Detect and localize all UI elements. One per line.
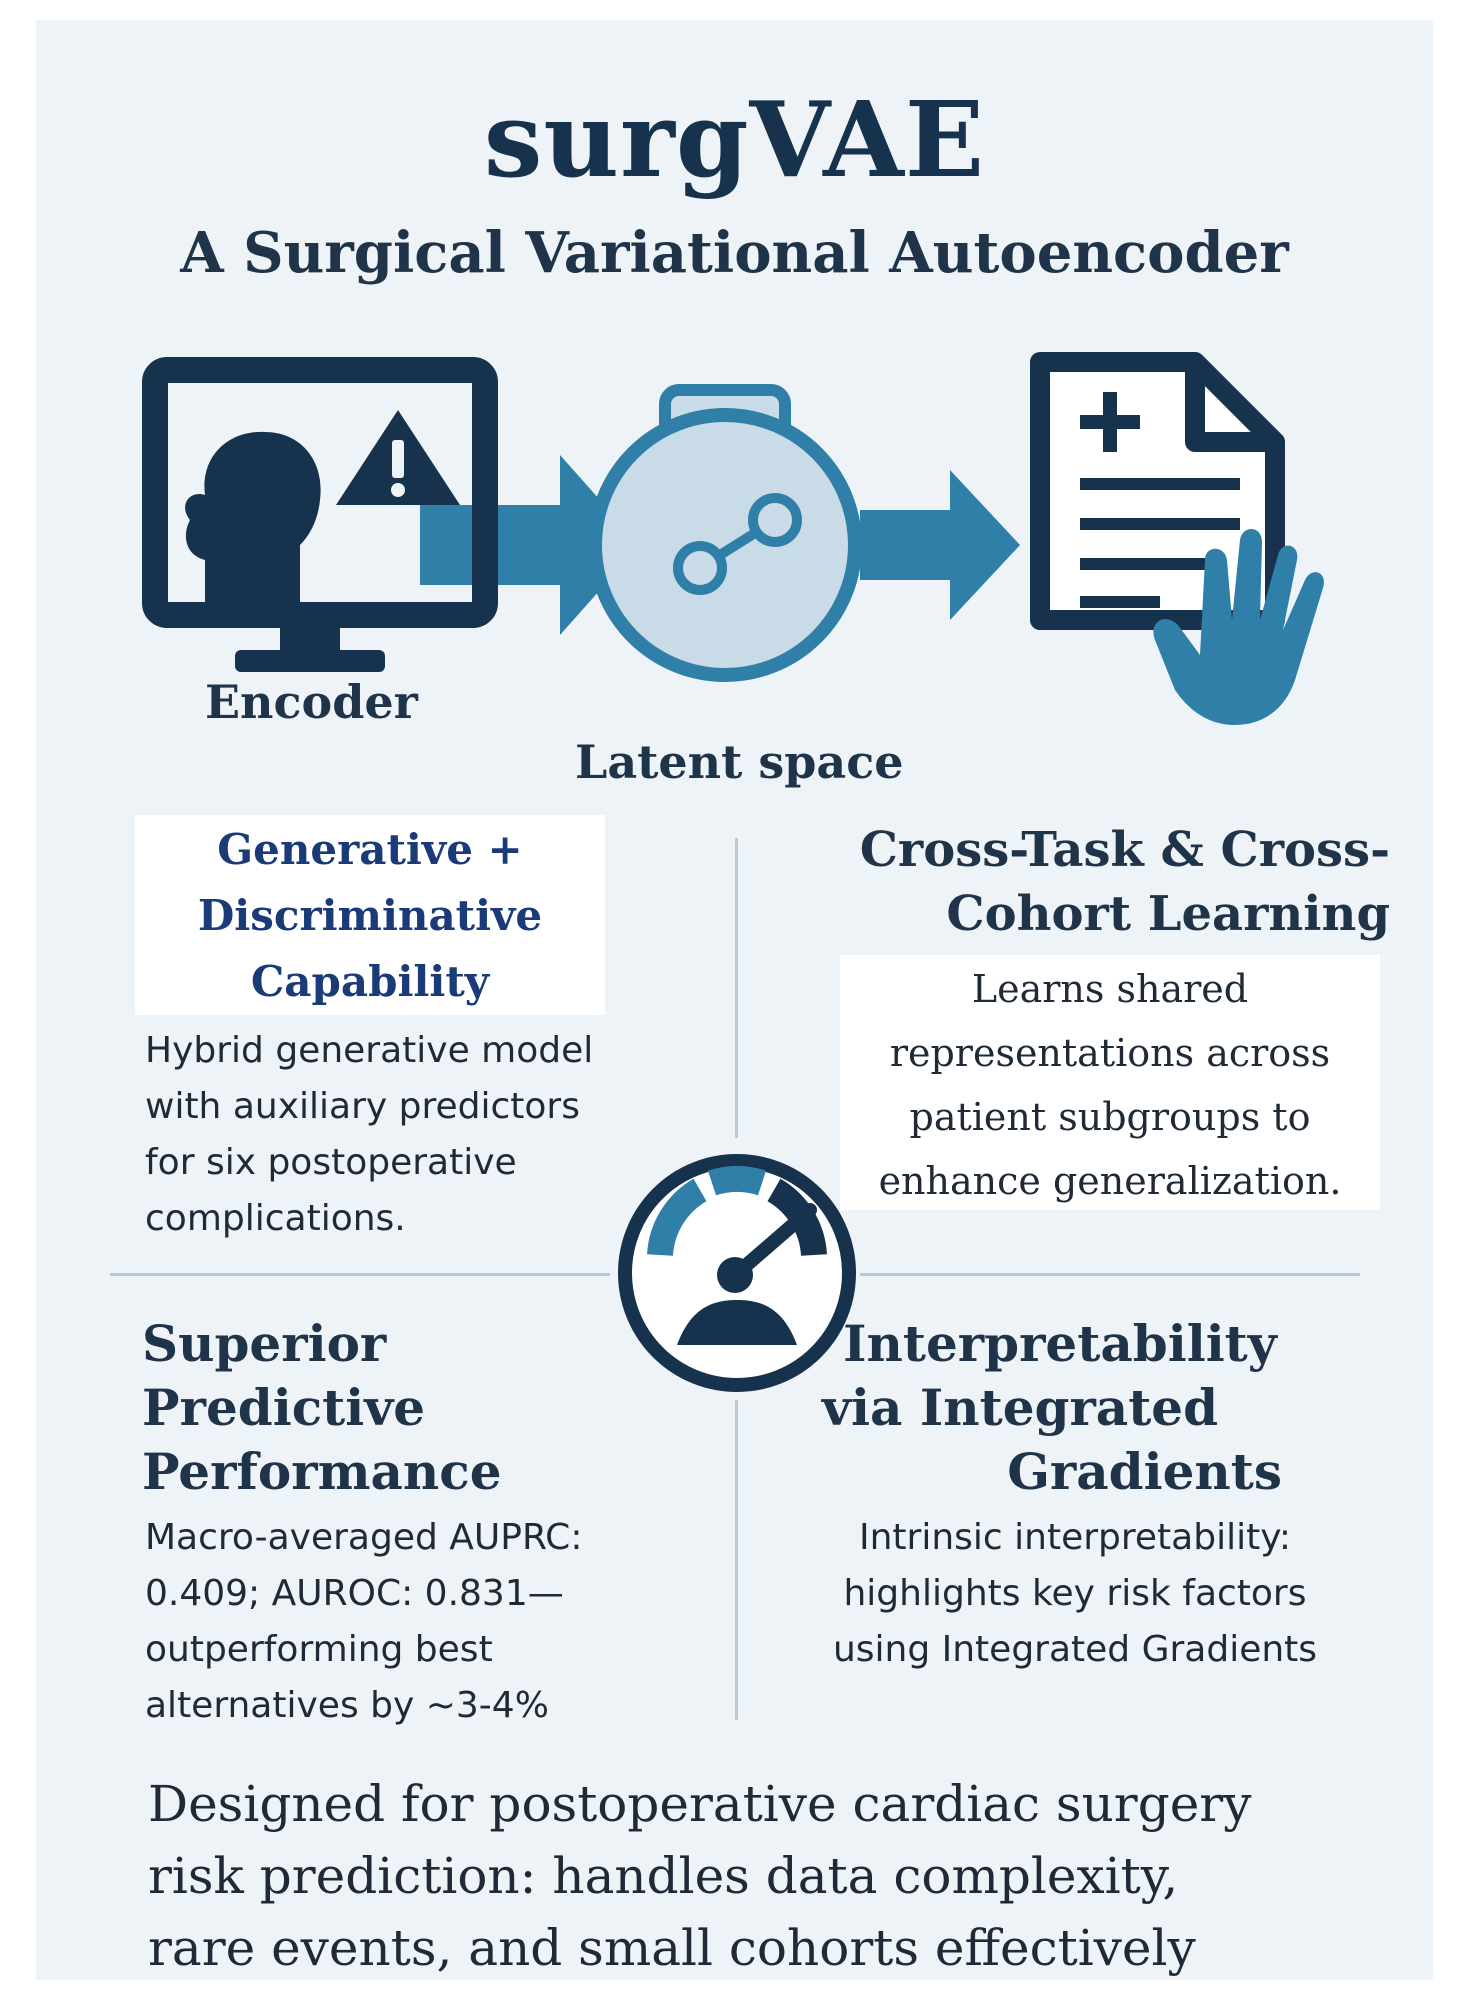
cross-task-description-line: patient subgroups to [909,1095,1311,1139]
footer-summary: Designed for postoperative cardiac surge… [148,1768,1408,1984]
generative-description-line: with auxiliary predictors [145,1086,580,1127]
generative-title-box: Generative + Discriminative Capability [135,815,605,1015]
encoder-label: Encoder [205,675,418,729]
divider-vertical-top [735,838,738,1138]
superior-description-line: 0.409; AUROC: 0.831— [145,1573,564,1614]
cross-task-description-box: Learns shared representations across pat… [840,955,1380,1210]
interpretability-description: Intrinsic interpretability: highlights k… [770,1510,1380,1678]
monitor-patient-warning-icon [142,357,498,672]
superior-title-line: Superior [142,1314,387,1373]
interpretability-title-line: via Integrated [822,1378,1219,1437]
page-title: surgVAE [483,78,986,201]
cross-task-description-line: Learns shared [971,967,1249,1011]
generative-description-line: complications. [145,1198,406,1239]
generative-description-line: for six postoperative [145,1142,517,1183]
page-subtitle: A Surgical Variational Autoencoder [180,220,1289,286]
cross-task-description-line: enhance generalization. [878,1159,1342,1203]
cross-task-title-line: Cohort Learning [946,886,1390,942]
speedometer-gauge-icon [618,1154,856,1392]
latent-space-label: Latent space [575,735,904,789]
interpretability-title-line: Gradients [1007,1442,1282,1501]
superior-description: Macro-averaged AUPRC: 0.409; AUROC: 0.83… [145,1510,725,1734]
superior-title-line: Performance [142,1442,502,1501]
generative-description: Hybrid generative model with auxiliary p… [145,1023,705,1247]
interpretability-title-line: Interpretability [843,1314,1277,1373]
divider-vertical-bottom [735,1400,738,1720]
cross-task-description-line: representations across [889,1031,1331,1075]
interpretability-title: Interpretability via Integrated Gradient… [780,1312,1340,1504]
interpretability-description-line: using Integrated Gradients [832,1629,1318,1670]
cross-task-title: Cross-Task & Cross- Cohort Learning [790,818,1390,946]
cross-task-description: Learns shared representations across pat… [840,955,1380,1213]
generative-title-line: Generative + [217,825,523,874]
cross-task-title-line: Cross-Task & Cross- [859,822,1390,878]
divider-horizontal-right [860,1273,1360,1276]
superior-title-line: Predictive [142,1378,426,1437]
footer-summary-line: risk prediction: handles data complexity… [148,1847,1179,1905]
superior-description-line: alternatives by ~3-4% [145,1685,549,1726]
superior-description-line: outperforming best [145,1629,493,1670]
pipeline-illustration [142,352,1324,725]
superior-description-line: Macro-averaged AUPRC: [145,1517,583,1558]
generative-title: Generative + Discriminative Capability [135,815,605,1015]
divider-horizontal-left [110,1273,610,1276]
generative-description-line: Hybrid generative model [145,1030,594,1071]
footer-summary-line: rare events, and small cohorts effective… [148,1919,1196,1977]
interpretability-description-line: highlights key risk factors [843,1573,1307,1614]
footer-summary-line: Designed for postoperative cardiac surge… [148,1775,1252,1833]
latent-flask-icon [588,384,862,682]
medical-document-hand-icon [1030,352,1324,725]
arrow-right-icon [860,470,1020,620]
interpretability-description-line: Intrinsic interpretability: [858,1517,1292,1558]
generative-title-line: Discriminative [197,891,543,940]
generative-title-line: Capability [250,957,490,1006]
superior-title: Superior Predictive Performance [142,1312,662,1504]
